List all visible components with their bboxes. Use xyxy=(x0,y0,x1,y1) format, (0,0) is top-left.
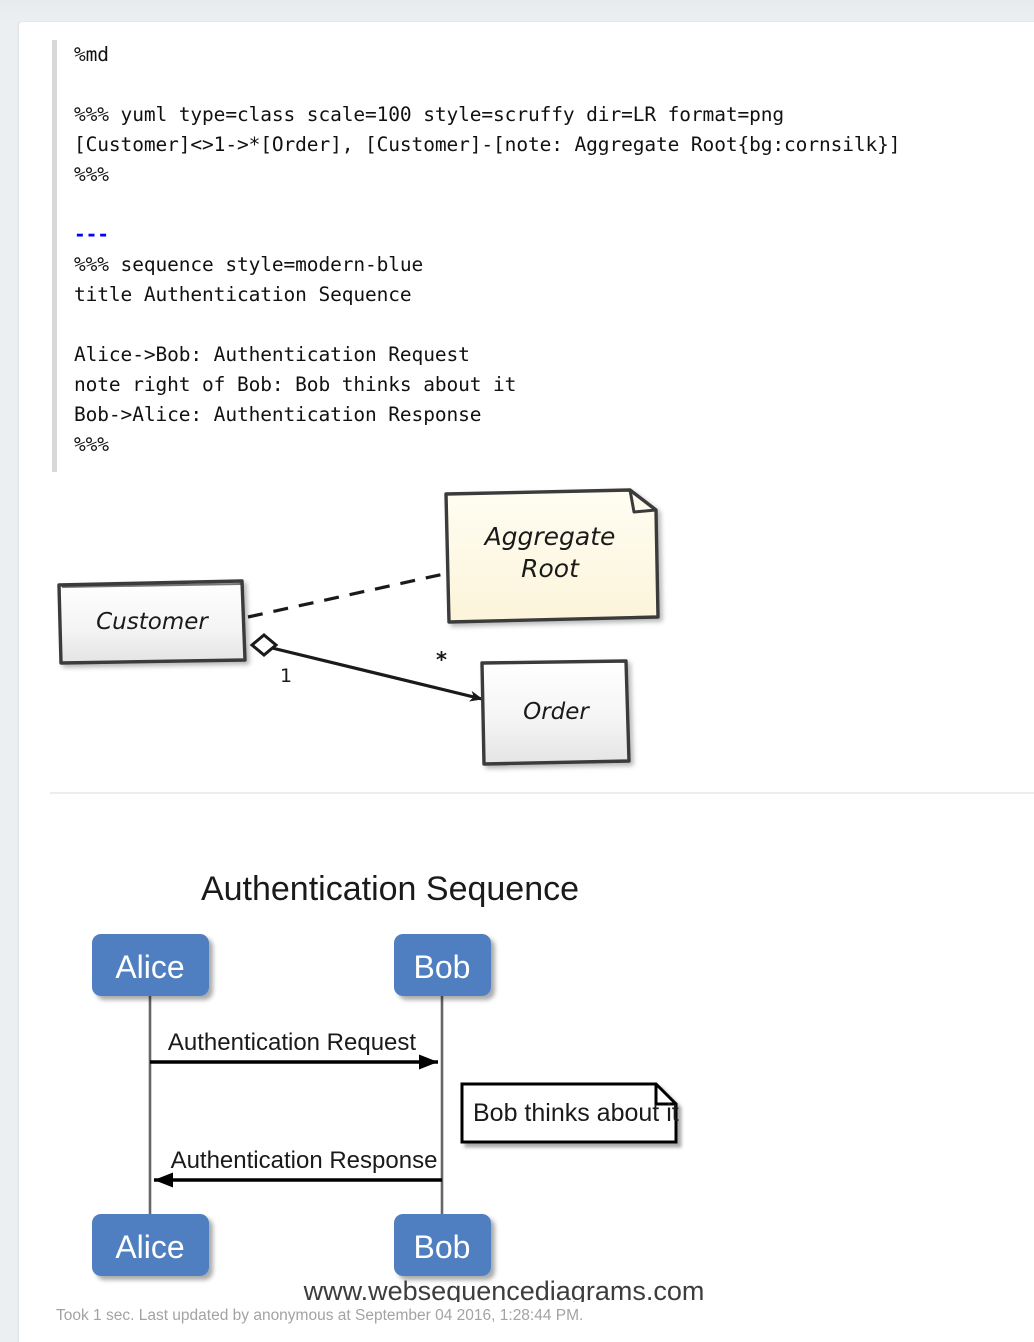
note-fold-corner xyxy=(628,489,657,514)
editor-gutter-bar xyxy=(52,40,57,472)
code-editor[interactable]: %md %%% yuml type=class scale=100 style=… xyxy=(52,40,1012,472)
yuml-class-customer xyxy=(57,579,247,665)
code-text[interactable]: %md %%% yuml type=class scale=100 style=… xyxy=(74,40,1012,460)
code-line-6: --- xyxy=(74,223,109,246)
sequence-watermark: www.websequencediagrams.com xyxy=(303,1276,705,1302)
yuml-note-label-line2: Root xyxy=(521,554,580,583)
paragraph-card: %md %%% yuml type=class scale=100 style=… xyxy=(18,22,1034,1342)
yuml-aggregation-link: 1 * xyxy=(249,633,483,702)
actor-alice-top-label: Alice xyxy=(115,949,184,985)
code-line-9 xyxy=(74,310,1012,340)
yuml-class-diagram-output: 1 * Customer Order xyxy=(52,477,1012,797)
lifelines xyxy=(148,990,444,1222)
message-authentication-response-label: Authentication Response xyxy=(171,1147,438,1174)
card-left-edge xyxy=(18,22,19,1342)
code-line-2: %%% yuml type=class scale=100 style=scru… xyxy=(74,103,785,126)
code-line-13: %%% xyxy=(74,433,109,456)
code-line-7: %%% sequence style=modern-blue xyxy=(74,253,424,276)
code-line-0: %md xyxy=(74,43,109,66)
actor-bob-top-label: Bob xyxy=(414,949,471,985)
code-line-4: %%% xyxy=(74,163,109,186)
code-line-10: Alice->Bob: Authentication Request xyxy=(74,343,470,366)
actor-alice-bottom-label: Alice xyxy=(115,1229,184,1265)
yuml-note-aggregate-root xyxy=(444,488,660,624)
actor-bob-bottom-label: Bob xyxy=(414,1229,471,1265)
actor-bob-bottom xyxy=(394,1214,491,1276)
note-bob-thinks-about-it xyxy=(460,1082,678,1144)
actor-bob-top xyxy=(394,934,491,996)
yuml-diagram-image: 1 * Customer Order xyxy=(57,488,660,766)
sequence-diagram-image: Authentication Sequence Alice Bob xyxy=(92,870,705,1302)
output-divider xyxy=(50,792,1034,794)
message-authentication-response: Authentication Response xyxy=(154,1147,442,1188)
actor-alice-bottom xyxy=(92,1214,209,1276)
yuml-class-order-label: Order xyxy=(523,699,590,725)
code-line-11: note right of Bob: Bob thinks about it xyxy=(74,373,517,396)
message-authentication-request: Authentication Request xyxy=(150,1029,438,1070)
yuml-class-customer-label: Customer xyxy=(96,609,209,635)
paragraph-status-footer: Took 1 sec. Last updated by anonymous at… xyxy=(56,1307,584,1324)
yuml-note-link xyxy=(247,572,445,619)
code-line-5 xyxy=(74,190,1012,220)
yuml-note-label-line1: Aggregate xyxy=(483,522,616,551)
note-bob-thinks-about-it-label: Bob thinks about it xyxy=(473,1099,679,1127)
message-authentication-request-label: Authentication Request xyxy=(168,1029,417,1056)
sequence-diagram-output: Authentication Sequence Alice Bob xyxy=(52,822,1012,1302)
code-line-8: title Authentication Sequence xyxy=(74,283,412,306)
yuml-class-order xyxy=(480,659,631,766)
actor-alice-top xyxy=(92,934,209,996)
code-line-3: [Customer]<>1->*[Order], [Customer]-[not… xyxy=(74,133,901,156)
code-line-12: Bob->Alice: Authentication Response xyxy=(74,403,482,426)
yuml-to-multiplicity: * xyxy=(436,648,447,672)
yuml-from-multiplicity: 1 xyxy=(280,665,292,687)
sequence-title: Authentication Sequence xyxy=(201,870,579,908)
code-line-1 xyxy=(74,70,1012,100)
